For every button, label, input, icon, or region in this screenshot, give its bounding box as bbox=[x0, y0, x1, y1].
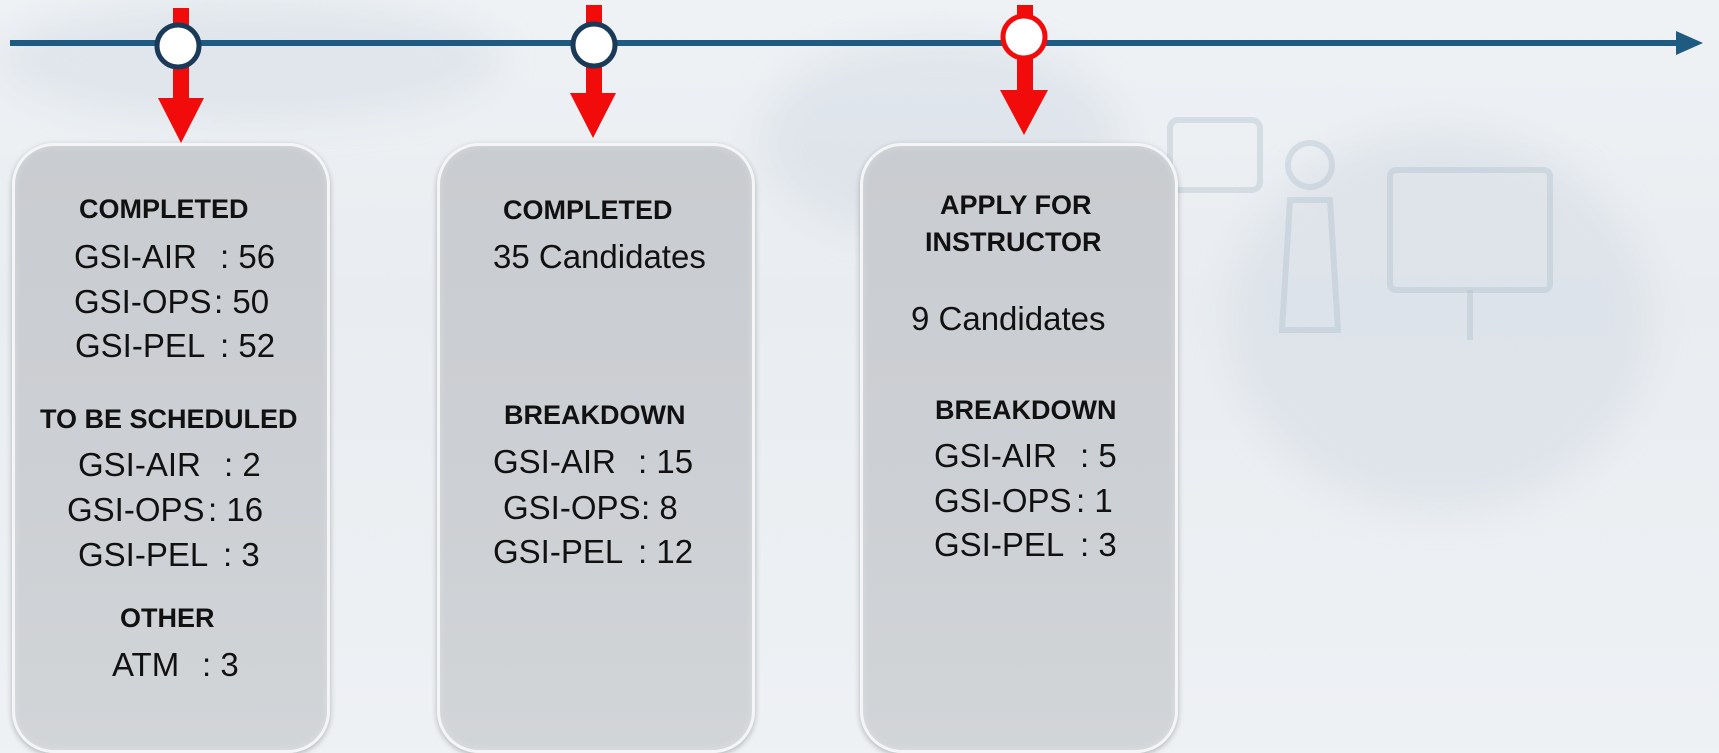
row-label: GSI-AIR bbox=[78, 446, 201, 483]
card3-heading-line1: APPLY FOR bbox=[940, 190, 1092, 220]
card2-candidates-count: 35 Candidates bbox=[493, 238, 706, 275]
row-value: : 16 bbox=[208, 491, 264, 528]
card1-scheduled-row: GSI-AIR : 2 bbox=[78, 446, 261, 484]
card2-breakdown-row: GSI-PEL : 12 bbox=[493, 533, 693, 571]
card3-breakdown-row: GSI-OPS : 1 bbox=[934, 482, 1113, 520]
row-value: : 1 bbox=[1076, 482, 1113, 519]
row-label: GSI-PEL bbox=[934, 526, 1065, 563]
timeline-marker-3 bbox=[1000, 5, 1048, 135]
card1-completed-row: GSI-OPS : 50 bbox=[74, 283, 269, 321]
card3-breakdown-heading: BREAKDOWN bbox=[935, 395, 1117, 425]
row-label: GSI-AIR bbox=[934, 437, 1057, 474]
card2-breakdown-row: GSI-OPS : 8 bbox=[503, 489, 678, 527]
row-value: : 8 bbox=[641, 489, 678, 526]
row-label: GSI-PEL bbox=[75, 327, 206, 364]
card1-other-heading: OTHER bbox=[120, 603, 215, 633]
card-completed-candidates bbox=[437, 143, 755, 753]
card3-heading-line2: INSTRUCTOR bbox=[925, 227, 1102, 257]
row-value: : 52 bbox=[220, 327, 276, 364]
card1-completed-heading: COMPLETED bbox=[79, 194, 249, 224]
card3-breakdown-row: GSI-AIR : 5 bbox=[934, 437, 1117, 475]
row-label: ATM bbox=[112, 646, 180, 683]
row-value: : 3 bbox=[223, 536, 260, 573]
card1-scheduled-row: GSI-OPS : 16 bbox=[67, 491, 263, 529]
row-value: : 5 bbox=[1080, 437, 1117, 474]
row-label: GSI-OPS bbox=[74, 283, 212, 320]
card1-completed-row: GSI-AIR : 56 bbox=[74, 238, 275, 276]
row-label: GSI-OPS bbox=[934, 482, 1072, 519]
card2-completed-heading: COMPLETED bbox=[503, 195, 673, 225]
row-value: : 56 bbox=[220, 238, 276, 275]
timeline-marker-2 bbox=[570, 5, 618, 138]
row-label: GSI-AIR bbox=[493, 443, 616, 480]
row-label: GSI-PEL bbox=[78, 536, 209, 573]
row-label: GSI-AIR bbox=[74, 238, 197, 275]
row-value: : 3 bbox=[1080, 526, 1117, 563]
card-apply-for-instructor bbox=[860, 143, 1178, 753]
card3-breakdown-row: GSI-PEL : 3 bbox=[934, 526, 1117, 564]
row-value: : 12 bbox=[638, 533, 694, 570]
card3-candidates-count: 9 Candidates bbox=[911, 300, 1106, 337]
timeline-arrowhead bbox=[1676, 31, 1703, 55]
timeline-marker-1 bbox=[154, 8, 204, 143]
row-value: : 15 bbox=[638, 443, 694, 480]
card2-breakdown-row: GSI-AIR : 15 bbox=[493, 443, 693, 481]
card1-other-row: ATM : 3 bbox=[112, 646, 239, 684]
card1-scheduled-row: GSI-PEL : 3 bbox=[78, 536, 260, 574]
row-value: : 50 bbox=[214, 283, 270, 320]
row-value: : 3 bbox=[202, 646, 239, 683]
row-label: GSI-PEL bbox=[493, 533, 624, 570]
row-value: : 2 bbox=[224, 446, 261, 483]
card2-breakdown-heading: BREAKDOWN bbox=[504, 400, 686, 430]
row-label: GSI-OPS bbox=[503, 489, 641, 526]
row-label: GSI-OPS bbox=[67, 491, 205, 528]
card1-completed-row: GSI-PEL : 52 bbox=[75, 327, 275, 365]
card1-to-be-scheduled-heading: TO BE SCHEDULED bbox=[40, 404, 298, 434]
